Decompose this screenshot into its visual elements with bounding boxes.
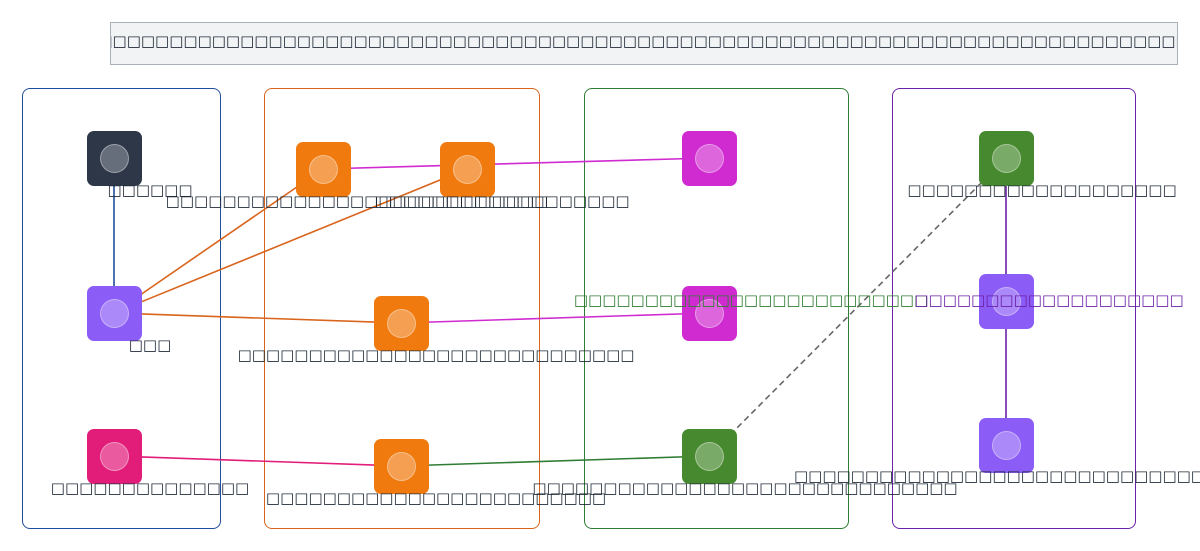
- node-b1[interactable]: [296, 142, 351, 197]
- edge-a2-to-b3: [113, 312, 403, 330]
- node-d2[interactable]: [979, 274, 1034, 329]
- node-circle-icon: [100, 144, 129, 173]
- group-column-3: [584, 88, 849, 529]
- node-label-a1: □□□□□□: [107, 181, 193, 199]
- node-label-b3: □□□□□□□□□□□□□□□□□□□□□□□□□□□□: [237, 346, 635, 364]
- edge-a3-to-b4: [113, 455, 403, 473]
- edge-b3-to-c2: [400, 306, 711, 324]
- node-label-d2: □□□□□□□□□□□□□□□□□□□: [914, 291, 1184, 309]
- node-label-d1: □□□□□□□□□□□□□□□□□□□: [907, 181, 1177, 199]
- node-label-b2: □□□□□□□□□□□□□□□□□□: [374, 192, 630, 210]
- node-circle-icon: [695, 442, 724, 471]
- node-circle-icon: [695, 144, 724, 173]
- node-label-c3: □□□□□□□□□□□□□□□□□□□□□□□□□□□□□□: [532, 479, 958, 497]
- node-label-a3: □□□□□□□□□□□□□□: [50, 479, 250, 497]
- node-circle-icon: [992, 287, 1021, 316]
- node-label-a2: □□□: [128, 336, 172, 354]
- edge-b1-to-c1: [322, 151, 711, 170]
- edge-a2-to-b1: [113, 168, 325, 314]
- node-c3[interactable]: [682, 429, 737, 484]
- node-circle-icon: [387, 309, 416, 338]
- node-d1[interactable]: [979, 131, 1034, 186]
- node-circle-icon: [100, 299, 129, 328]
- node-b2[interactable]: [440, 142, 495, 197]
- node-label-c2: □□□□□□□□□□□□□□□□□□□□□□□□□: [573, 291, 929, 309]
- node-label-b4: □□□□□□□□□□□□□□□□□□□□□□□□: [265, 489, 607, 507]
- group-column-4: [892, 88, 1136, 529]
- node-c1[interactable]: [682, 131, 737, 186]
- node-b4[interactable]: [374, 439, 429, 494]
- group-column-2: [264, 88, 540, 529]
- node-circle-icon: [100, 442, 129, 471]
- edge-a2-to-b2: [113, 167, 469, 314]
- edge-b4-to-c3: [400, 449, 711, 467]
- node-label-d3: □□□□□□□□□□□□□□□□□□□□□□□□□□□□□□□□□□□: [793, 467, 1200, 485]
- node-circle-icon: [387, 452, 416, 481]
- node-circle-icon: [992, 144, 1021, 173]
- node-circle-icon: [695, 299, 724, 328]
- node-circle-icon: [309, 155, 338, 184]
- node-d3[interactable]: [979, 418, 1034, 473]
- node-b3[interactable]: [374, 296, 429, 351]
- diagram-title-banner: □□□□□□□□□□□□□□□□□□□□□□□□□□□□□□□□□□□□□□□□…: [110, 22, 1178, 65]
- node-a1[interactable]: [87, 131, 142, 186]
- node-circle-icon: [453, 155, 482, 184]
- group-column-1: [22, 88, 221, 529]
- node-a2[interactable]: [87, 286, 142, 341]
- edge-c3-to-d1: [708, 156, 1008, 457]
- node-a3[interactable]: [87, 429, 142, 484]
- node-circle-icon: [992, 431, 1021, 460]
- node-c2[interactable]: [682, 286, 737, 341]
